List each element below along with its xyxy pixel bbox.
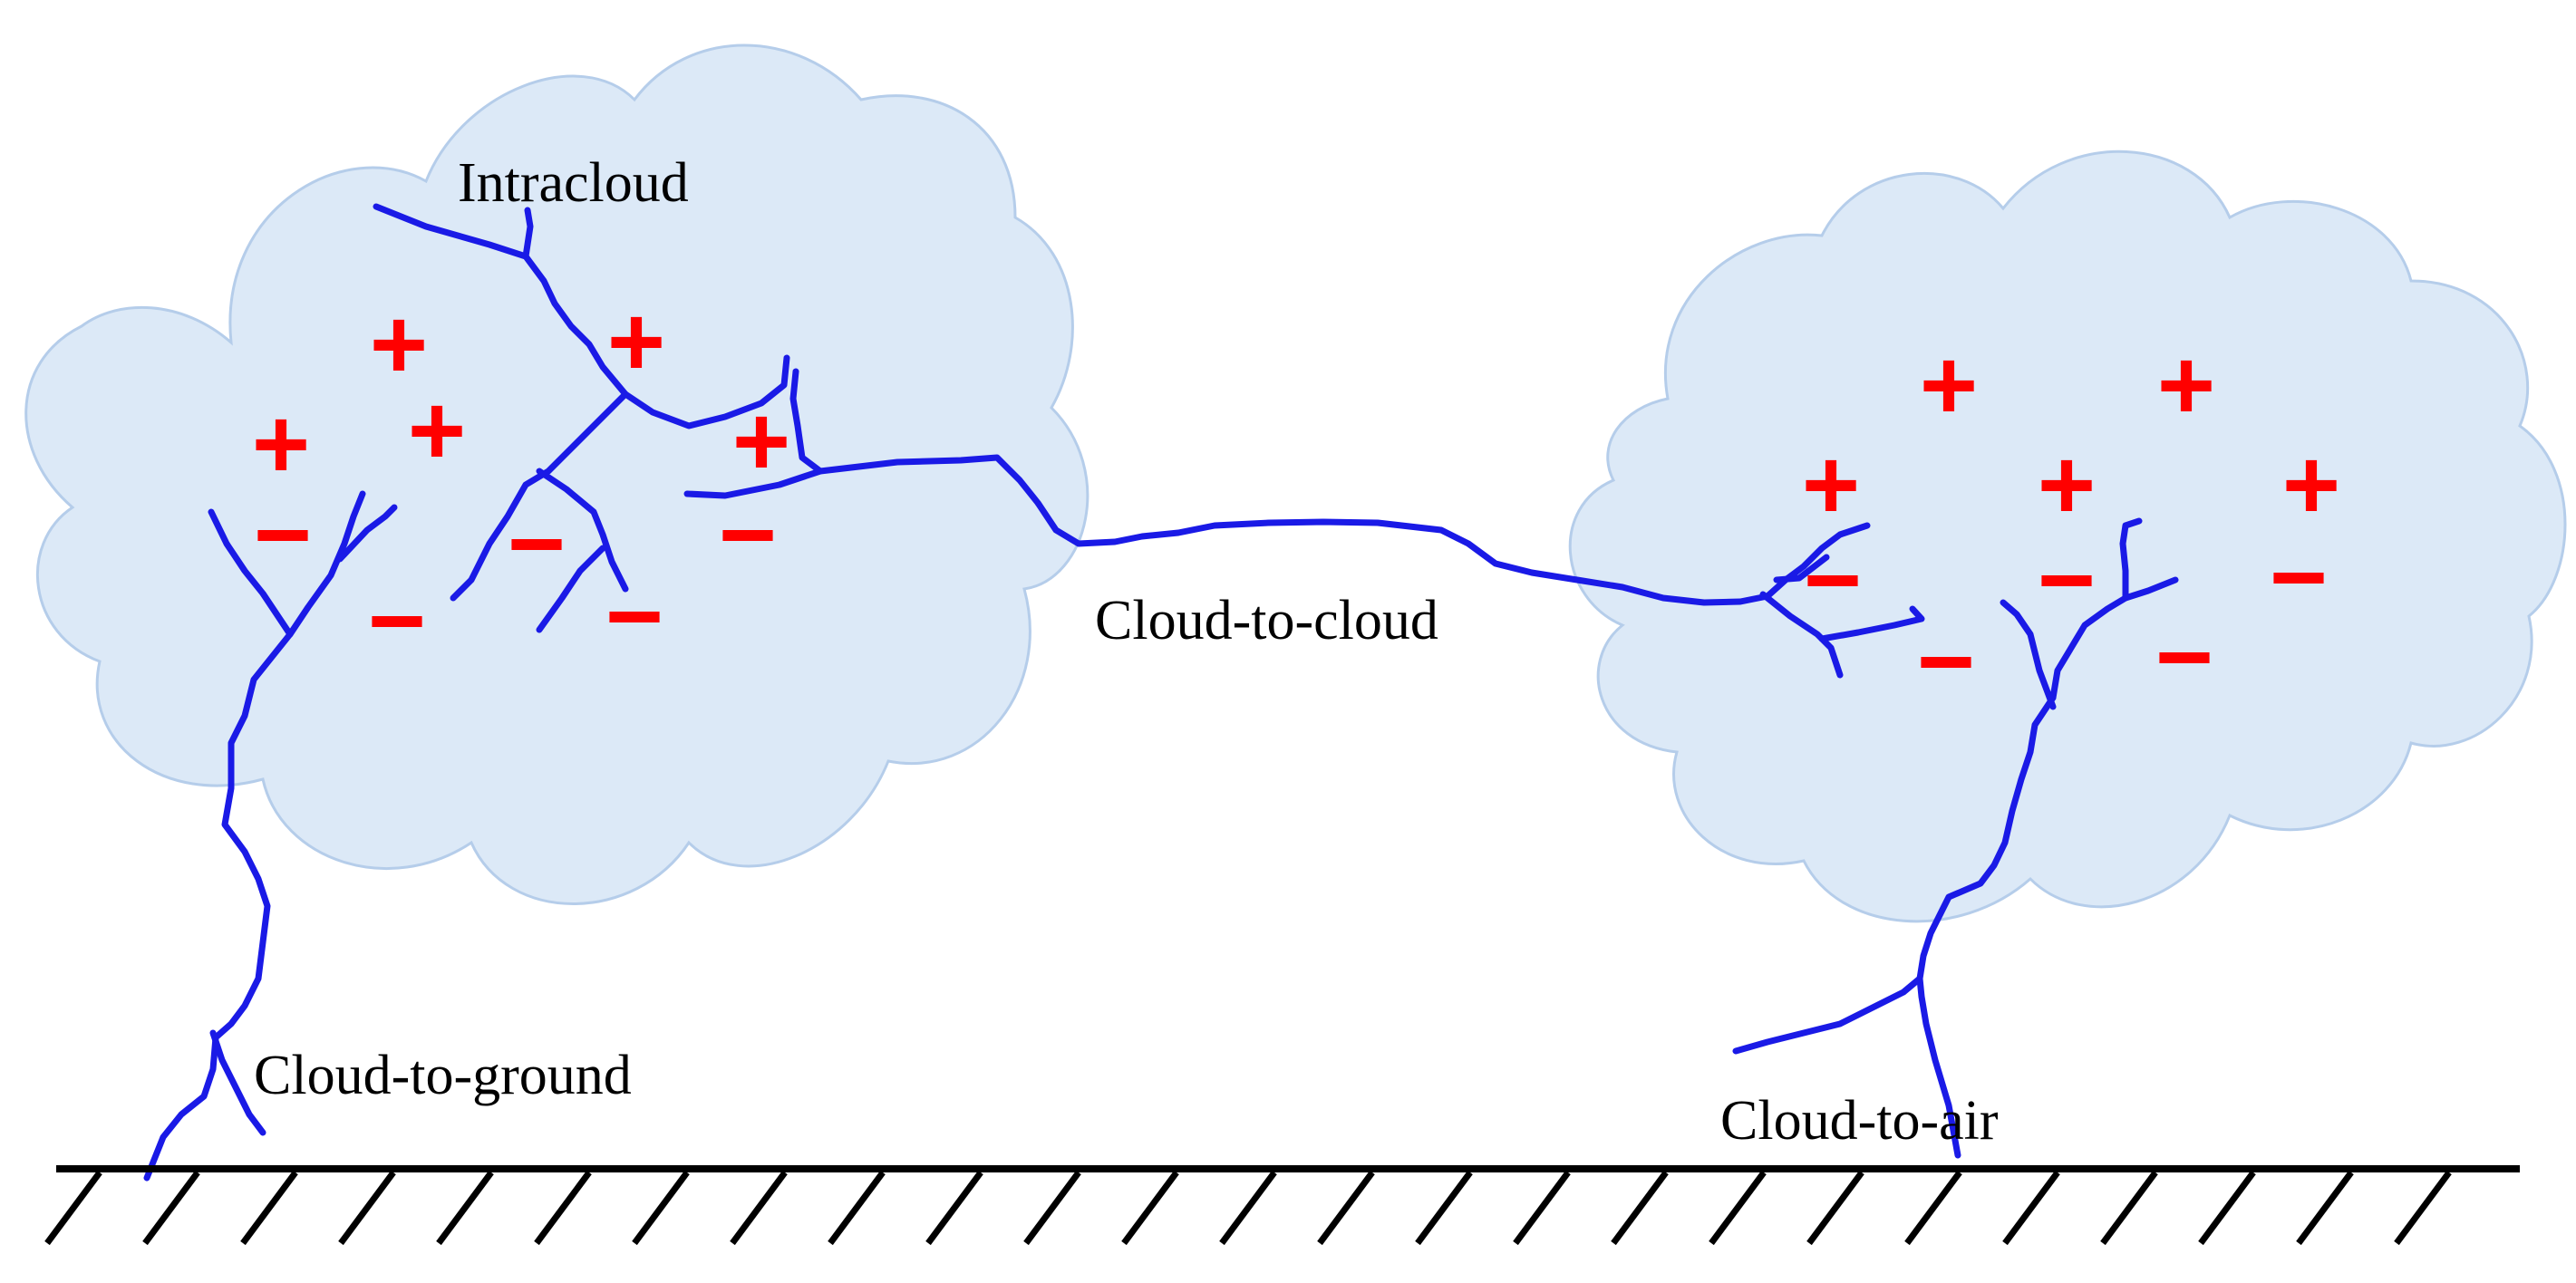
ground-hatch-mark	[142, 1170, 200, 1246]
cloud-to-ground-branch-3	[209, 1029, 266, 1136]
cloud-to-ground-label: Cloud-to-ground	[254, 1045, 632, 1106]
ground-hatch-mark	[828, 1170, 886, 1246]
positive-charge: +	[370, 289, 428, 400]
cloud-to-cloud-bolt	[683, 454, 1871, 606]
ground-hatch-mark	[925, 1170, 983, 1246]
ground-hatch-mark	[1415, 1170, 1473, 1246]
positive-charge: +	[2038, 429, 2096, 541]
intracloud-bolt-main	[373, 203, 790, 429]
positive-charge: +	[408, 375, 466, 487]
right-cloud-charges: + + + + + − − − − −	[1802, 330, 2340, 718]
left-cloud-charges: + + + + + − − − − −	[252, 286, 790, 677]
ground-hatch-mark	[2100, 1170, 2158, 1246]
ground-hatch-icon	[44, 1165, 2520, 1246]
cloud-to-air-bolt-stem	[1916, 694, 2057, 1159]
diagram-labels: Intracloud Cloud-to-cloud Cloud-to-groun…	[254, 152, 1999, 1152]
ground-hatch-mark	[1219, 1170, 1277, 1246]
cloud-to-cloud-branch-2	[1759, 591, 1844, 679]
cloud-to-air-branch-2	[2000, 599, 2057, 710]
negative-charge: −	[508, 488, 566, 600]
positive-charge: +	[1920, 330, 1978, 441]
negative-charge: −	[2155, 602, 2213, 713]
negative-charge: −	[2038, 525, 2096, 636]
ground-hatch-mark	[44, 1170, 102, 1246]
cloud-to-cloud-branch-1	[789, 368, 824, 475]
ground-hatch-mark	[632, 1170, 690, 1246]
cloud-to-cloud-label: Cloud-to-cloud	[1095, 590, 1438, 651]
ground-hatch-mark	[1904, 1170, 1962, 1246]
cloud-to-ground-branch-2	[336, 504, 398, 563]
negative-charge: −	[2270, 522, 2328, 633]
negative-charge: −	[1804, 525, 1862, 636]
positive-charge: +	[2282, 429, 2340, 541]
positive-charge: +	[607, 286, 665, 398]
ground-hatch-mark	[1611, 1170, 1669, 1246]
intracloud-bolt-branch-4	[536, 545, 606, 633]
ground-hatch-mark	[730, 1170, 788, 1246]
ground-hatch-mark	[2296, 1170, 2354, 1246]
ground-hatch-mark	[2002, 1170, 2060, 1246]
negative-charge: −	[1917, 606, 1975, 718]
positive-charge: +	[252, 389, 310, 500]
negative-charge: −	[605, 561, 663, 672]
ground-hatch-mark	[534, 1170, 592, 1246]
lightning-bolts	[143, 203, 2179, 1182]
negative-charge: −	[254, 479, 312, 591]
positive-charge: +	[2157, 330, 2215, 441]
intracloud-bolt-branch-2	[450, 391, 629, 602]
intracloud-label: Intracloud	[458, 152, 689, 214]
cloud-to-air-bolt	[2049, 576, 2179, 701]
ground-hatch-mark	[2394, 1170, 2452, 1246]
negative-charge: −	[719, 479, 777, 591]
right-cloud-icon	[1568, 150, 2567, 923]
intracloud-bolt-branch-3	[536, 468, 629, 593]
positive-charge: +	[1802, 429, 1860, 541]
ground-hatch-mark	[240, 1170, 298, 1246]
ground-hatch-mark	[1317, 1170, 1375, 1246]
ground-hatch-mark	[436, 1170, 494, 1246]
ground-hatch-mark	[338, 1170, 396, 1246]
left-cloud-shape	[24, 43, 1089, 905]
ground-hatch-marks	[44, 1170, 2452, 1246]
ground-hatch-mark	[1709, 1170, 1767, 1246]
cloud-to-air-label: Cloud-to-air	[1720, 1090, 1999, 1152]
negative-charge: −	[368, 565, 426, 677]
cloud-to-air-branch-1	[1732, 975, 1923, 1055]
ground-hatch-mark	[1121, 1170, 1179, 1246]
cloud-to-cloud-branch-4	[1773, 554, 1830, 584]
ground-hatch-mark	[1513, 1170, 1571, 1246]
left-cloud-icon	[24, 43, 1089, 905]
ground-hatch-mark	[1023, 1170, 1081, 1246]
positive-charge: +	[732, 386, 790, 497]
cloud-to-air-branch-3	[2119, 517, 2143, 602]
right-cloud-shape	[1568, 150, 2567, 923]
ground-hatch-mark	[1806, 1170, 1864, 1246]
cloud-to-cloud-branch-3	[1818, 605, 1925, 642]
intracloud-bolt-branch-1	[522, 207, 534, 260]
ground-hatch-mark	[2198, 1170, 2256, 1246]
